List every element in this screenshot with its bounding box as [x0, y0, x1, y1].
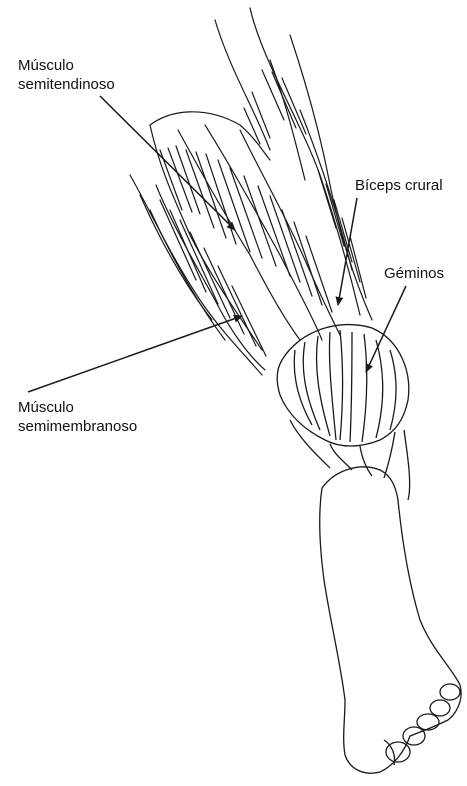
label-semitendinoso-line2: semitendinoso: [18, 75, 115, 94]
label-semitendinoso-line1: Músculo: [18, 56, 115, 75]
semimembranoso-arrow: [28, 316, 242, 392]
label-biceps-text: Bíceps crural: [355, 177, 443, 194]
label-semimembranoso-line1: Músculo: [18, 398, 137, 417]
label-musculo-semimembranoso: Músculo semimembranoso: [18, 398, 137, 436]
label-musculo-semitendinoso: Músculo semitendinoso: [18, 56, 115, 94]
thigh-muscles: [130, 8, 372, 375]
label-biceps-crural: Bíceps crural: [355, 176, 443, 195]
geminos-arrow: [366, 286, 406, 372]
label-geminos: Géminos: [384, 264, 444, 283]
label-semimembranoso-line2: semimembranoso: [18, 417, 137, 436]
calf-muscle: [277, 325, 409, 500]
pointer-lines: [28, 96, 406, 392]
foot-outline: [320, 467, 461, 773]
label-geminos-text: Géminos: [384, 265, 444, 282]
